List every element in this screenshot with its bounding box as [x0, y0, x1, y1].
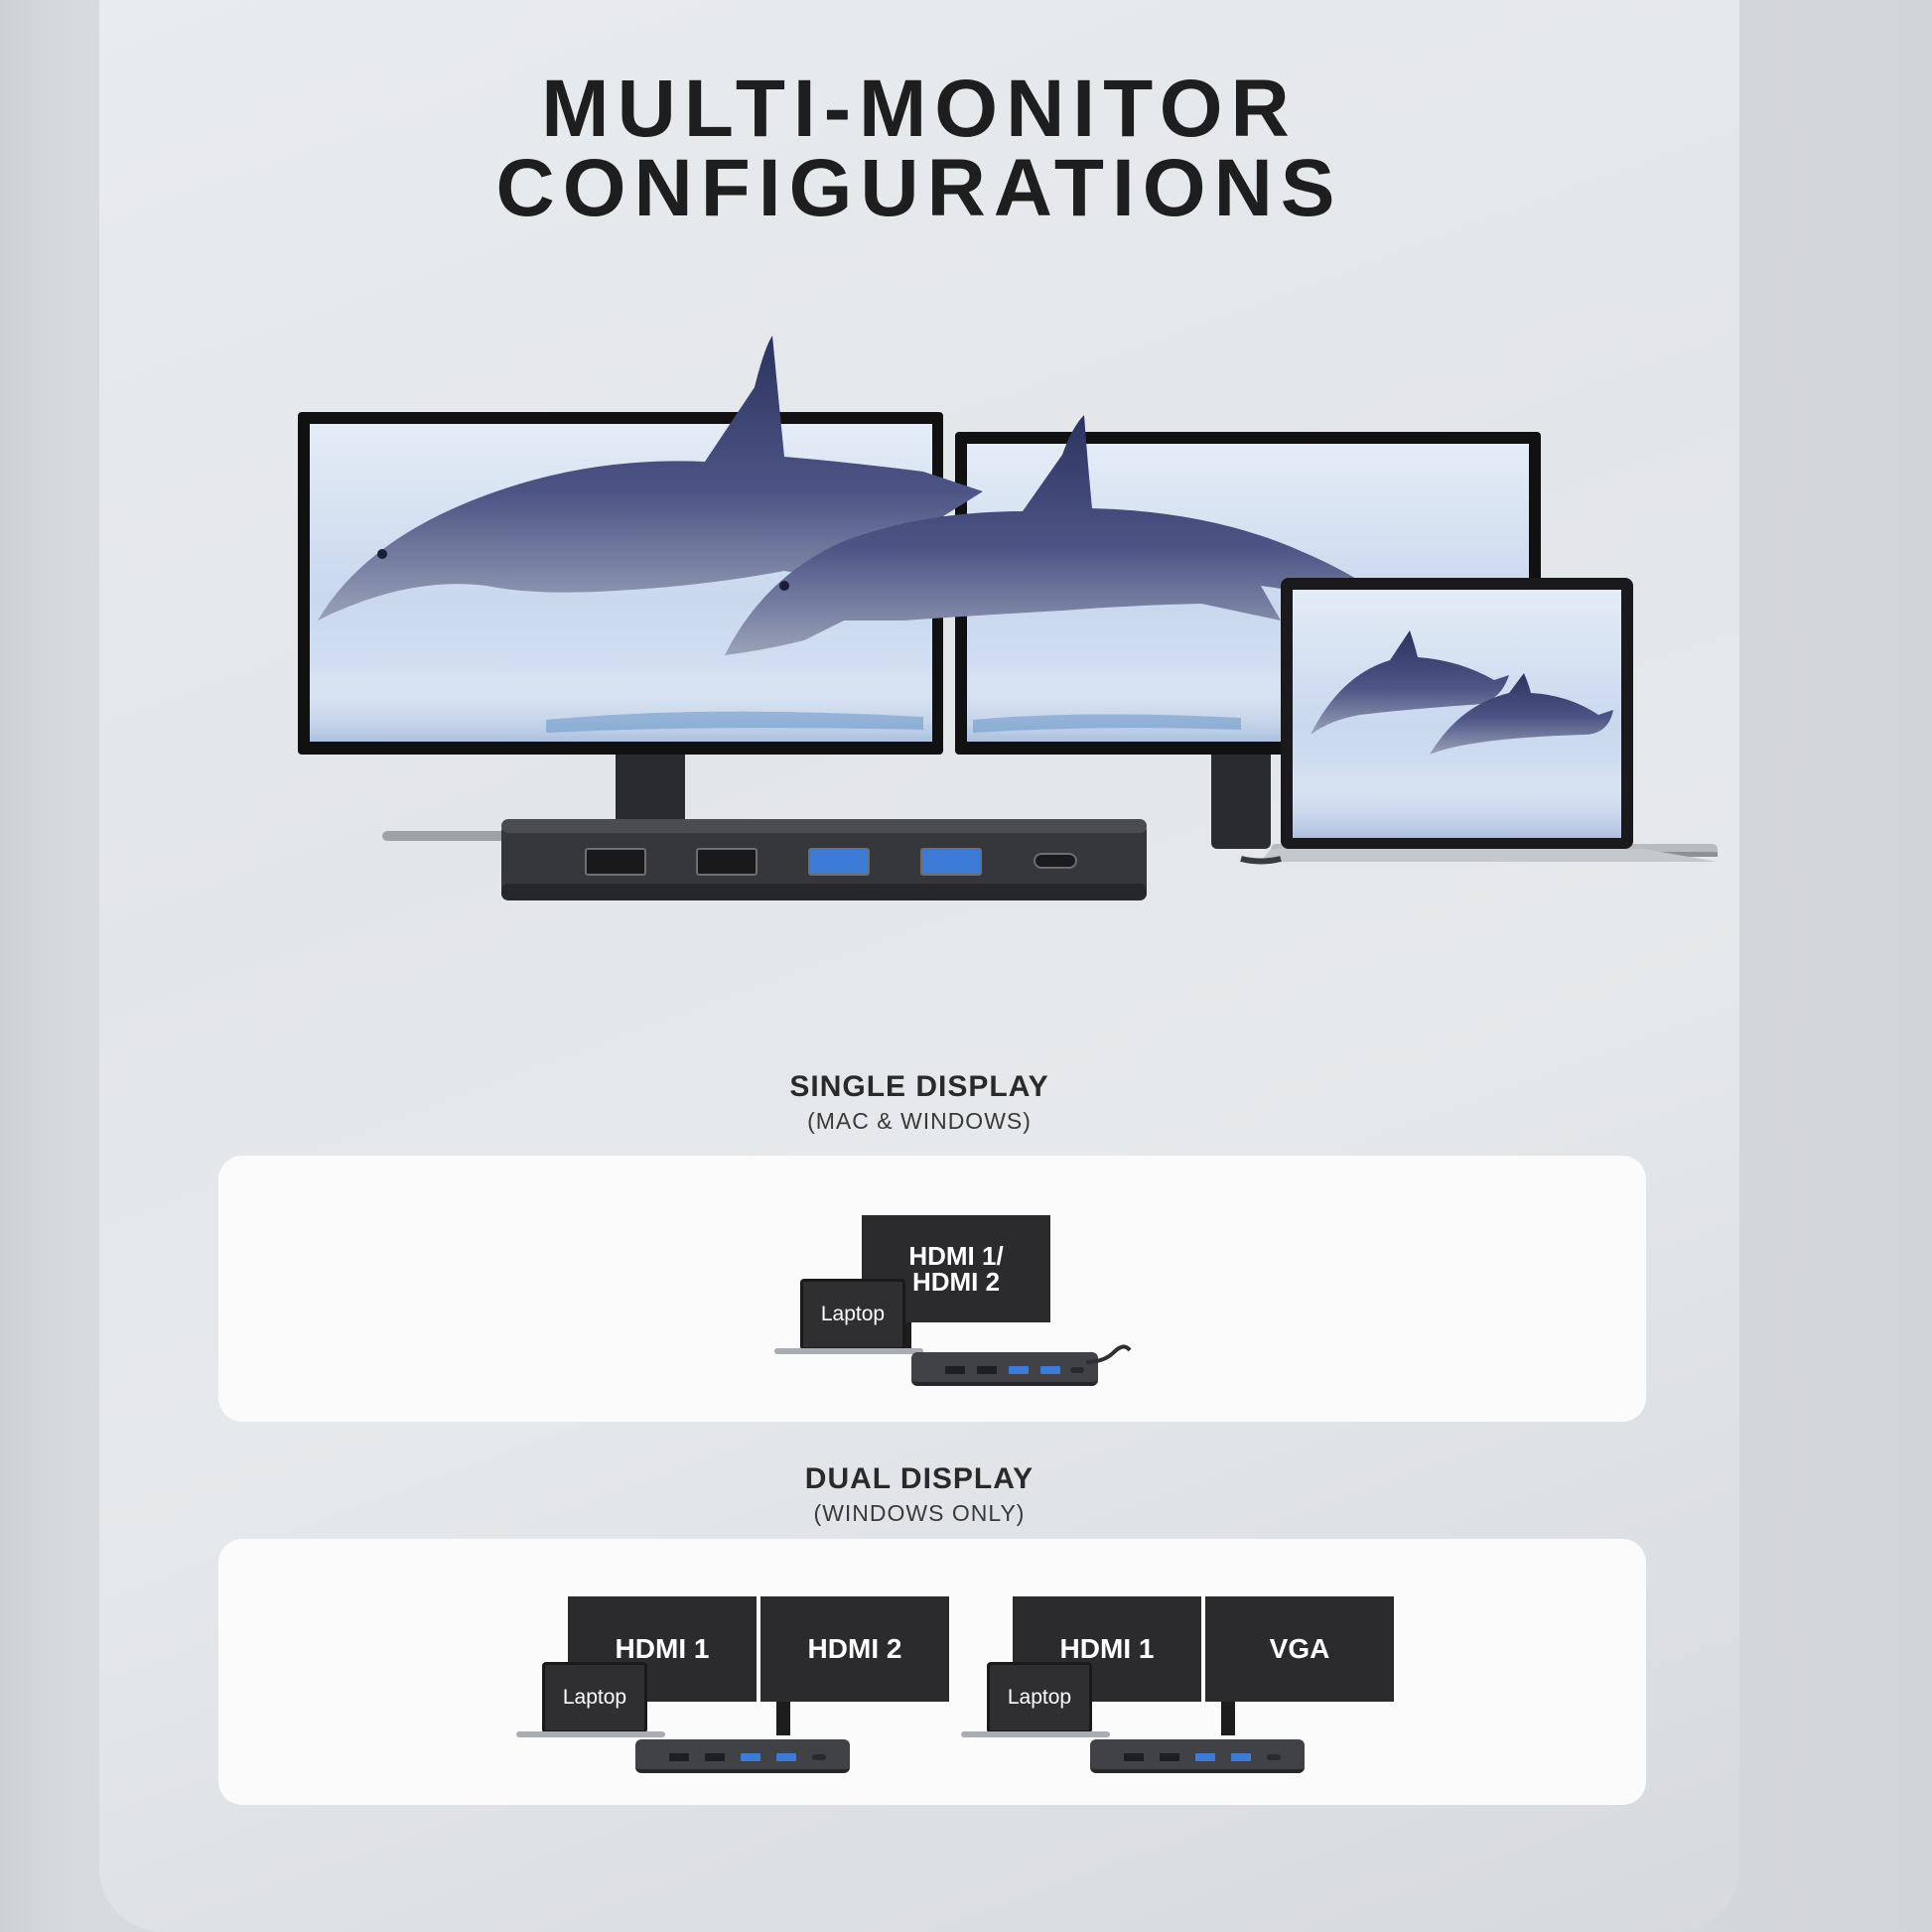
usb-a-port	[1009, 1366, 1029, 1374]
usb-a-port	[1231, 1753, 1251, 1761]
dual-display-diagram-vga: HDMI 1 VGA Laptop	[931, 1596, 1394, 1775]
laptop-base	[961, 1731, 1110, 1737]
laptop: Laptop	[542, 1662, 647, 1733]
monitor-vga: VGA	[1205, 1596, 1394, 1702]
dolphin-1	[318, 336, 983, 621]
dock-ports	[585, 848, 1077, 876]
laptop: Laptop	[987, 1662, 1092, 1733]
hero-product-image	[298, 336, 1718, 900]
usb-c-port	[812, 1754, 826, 1760]
monitor-hdmi-2: HDMI 2	[760, 1596, 949, 1702]
dual-display-diagram-hdmi: HDMI 1 HDMI 2 Laptop	[486, 1596, 949, 1775]
usb-a-port	[741, 1753, 760, 1761]
usb-hub-dock	[911, 1352, 1098, 1386]
dolphin-2	[725, 415, 1489, 655]
usb-hub-dock	[1090, 1739, 1305, 1773]
monitor-stand-right	[1211, 750, 1271, 849]
dual-display-heading: DUAL DISPLAY (WINDOWS ONLY)	[99, 1462, 1739, 1527]
usb-a-port	[945, 1366, 965, 1374]
single-display-panel: HDMI 1/ HDMI 2 Laptop	[218, 1156, 1646, 1422]
usb-a-port	[776, 1753, 796, 1761]
monitor-label-line-1: HDMI 1/	[908, 1241, 1004, 1271]
title-line-1: MULTI-MONITOR	[541, 64, 1298, 154]
monitor-label: HDMI 2	[807, 1633, 902, 1664]
laptop-label: Laptop	[820, 1303, 886, 1325]
dual-display-panel: HDMI 1 HDMI 2 Laptop HDMI 1 VGA Laptop	[218, 1539, 1646, 1805]
laptop-base	[774, 1348, 923, 1354]
monitor-label-line-2: HDMI 2	[911, 1267, 1001, 1297]
monitor-label: HDMI 1	[1059, 1633, 1155, 1664]
laptop-label: Laptop	[562, 1686, 627, 1709]
monitor-stand	[776, 1700, 790, 1735]
monitor-stand	[1221, 1700, 1235, 1735]
laptop-base	[516, 1731, 665, 1737]
usb-a-port	[585, 848, 646, 876]
single-display-subtitle: (MAC & WINDOWS)	[807, 1108, 1032, 1134]
usb-c-port	[1070, 1367, 1084, 1373]
laptop-label: Laptop	[1007, 1686, 1072, 1709]
usb-a-port	[696, 848, 758, 876]
dual-display-title: DUAL DISPLAY	[804, 1462, 1035, 1495]
usb-a-port	[705, 1753, 725, 1761]
title-line-2: CONFIGURATIONS	[495, 143, 1343, 233]
cable	[1085, 1344, 1132, 1364]
single-display-title: SINGLE DISPLAY	[789, 1070, 1049, 1103]
usb-a-port	[669, 1753, 689, 1761]
usb-a-port	[1160, 1753, 1179, 1761]
usb-a-port	[1040, 1366, 1060, 1374]
page-title: MULTI-MONITOR CONFIGURATIONS	[99, 64, 1739, 233]
usb-a-port	[1195, 1753, 1215, 1761]
usb-c-port	[1267, 1754, 1281, 1760]
usb-a-port	[808, 848, 870, 876]
usb-a-port	[920, 848, 982, 876]
single-display-diagram: HDMI 1/ HDMI 2 Laptop	[755, 1215, 1132, 1394]
monitor-label: VGA	[1269, 1633, 1330, 1664]
laptop: Laptop	[800, 1279, 905, 1350]
monitor-label: HDMI 1	[615, 1633, 710, 1664]
single-display-heading: SINGLE DISPLAY (MAC & WINDOWS)	[99, 1070, 1739, 1135]
usb-hub-dock	[635, 1739, 850, 1773]
usb-a-port	[977, 1366, 997, 1374]
usb-c-port	[1034, 853, 1077, 869]
usb-a-port	[1124, 1753, 1144, 1761]
dual-display-subtitle: (WINDOWS ONLY)	[813, 1500, 1026, 1526]
